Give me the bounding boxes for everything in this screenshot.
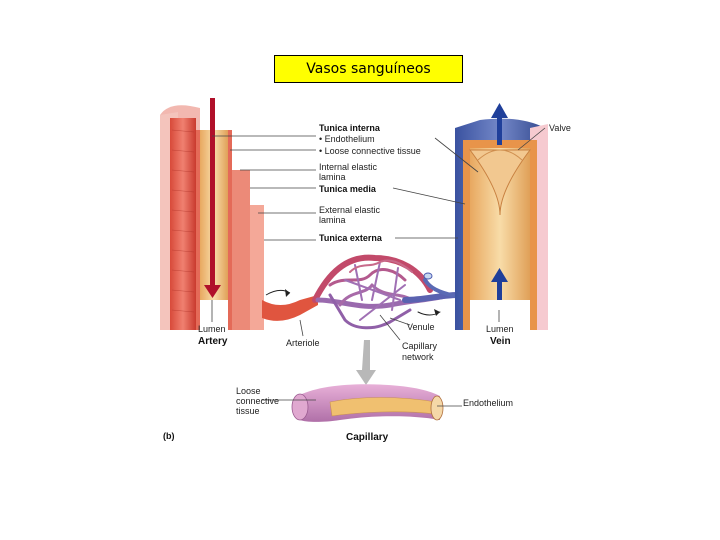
label-tunica-media: Tunica media <box>319 184 377 194</box>
down-arrow-icon <box>356 340 376 385</box>
label-capillary-network-1: Capillary <box>402 341 438 351</box>
label-internal-elastic-2: lamina <box>319 172 346 182</box>
label-capillary-network-2: network <box>402 352 434 362</box>
capillary-illustration <box>291 340 444 422</box>
label-panel-b: (b) <box>163 431 175 441</box>
slide-title: Vasos sanguíneos <box>274 55 463 83</box>
label-tunica-externa: Tunica externa <box>319 233 383 243</box>
label-external-elastic-2: lamina <box>319 215 346 225</box>
capillary-network-illustration <box>312 254 461 330</box>
label-internal-elastic-1: Internal elastic <box>319 162 378 172</box>
label-loose-ct-cap-3: tissue <box>236 406 260 416</box>
label-external-elastic-1: External elastic <box>319 205 381 215</box>
label-lumen-artery: Lumen <box>198 324 226 334</box>
vein-flow-arrows <box>491 103 508 308</box>
leader-lines <box>211 127 546 407</box>
label-endothelium-capillary: Endothelium <box>463 398 513 408</box>
artery-flow-arrow <box>204 98 221 298</box>
label-artery: Artery <box>198 336 228 347</box>
arteriole-shape <box>262 295 318 321</box>
vein-valve-shape <box>469 149 531 216</box>
artery-illustration <box>160 98 318 330</box>
label-lumen-vein: Lumen <box>486 324 514 334</box>
label-loose-ct-cap-1: Loose <box>236 386 261 396</box>
label-valve: Valve <box>549 123 571 133</box>
artery-tunica-media-shape <box>170 118 196 330</box>
label-venule: Venule <box>407 322 435 332</box>
label-loose-ct-cap-2: connective <box>236 396 279 406</box>
label-capillary: Capillary <box>346 432 389 443</box>
label-tunica-interna: Tunica interna <box>319 123 381 133</box>
label-loose-connective-tissue: • Loose connective tissue <box>319 146 421 156</box>
label-vein: Vein <box>490 336 511 347</box>
label-endothelium: • Endothelium <box>319 134 375 144</box>
label-arteriole: Arteriole <box>286 338 320 348</box>
